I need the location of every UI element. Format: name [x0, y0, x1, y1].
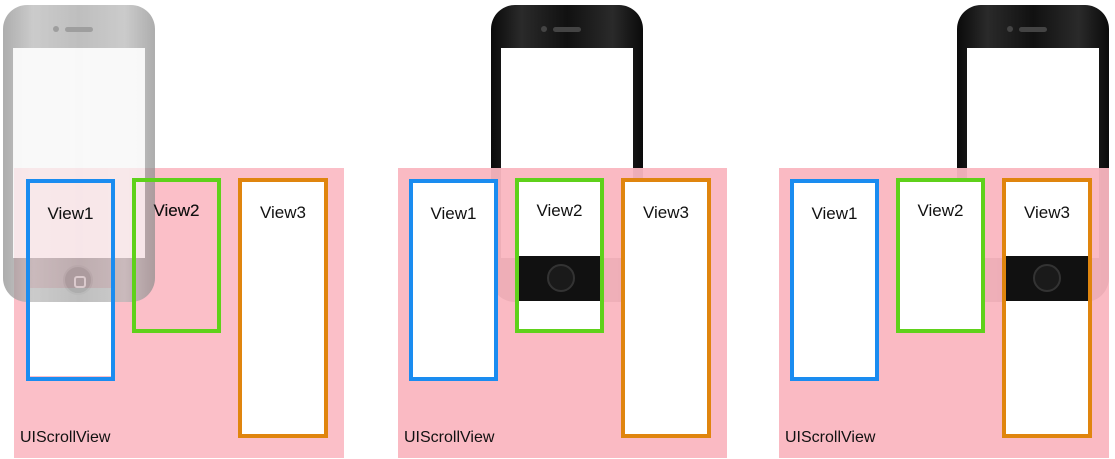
view3: View3: [621, 178, 711, 438]
camera-icon: [53, 26, 59, 32]
view1: View1: [790, 179, 879, 381]
earpiece-icon: [1019, 27, 1047, 32]
view3: View3: [238, 178, 328, 438]
view2-label: View2: [900, 201, 981, 221]
earpiece-icon: [65, 27, 93, 32]
view2: View2: [896, 178, 985, 333]
scroll-view: View1 View2 View3 UIScrollView: [398, 168, 727, 458]
scroll-view-label: UIScrollView: [20, 429, 110, 447]
view3-label: View3: [625, 203, 707, 223]
view1-label: View1: [413, 204, 494, 224]
view2-border: View2: [132, 178, 221, 333]
view2-label: View2: [519, 201, 600, 221]
view2-label-overlay: View2: [136, 201, 217, 221]
view1-label-overlay: View1: [30, 204, 111, 224]
view1-label: View1: [794, 204, 875, 224]
panel-3: View1 View2 View3 UIScrollView: [764, 0, 1115, 459]
view3-label: View3: [242, 203, 324, 223]
view1-border: View1: [26, 179, 115, 381]
view3: View3: [1002, 178, 1092, 438]
camera-icon: [1007, 26, 1013, 32]
view3-label: View3: [1006, 203, 1088, 223]
scroll-view-label: UIScrollView: [785, 429, 875, 447]
view2: View2: [515, 178, 604, 333]
panel-1: View1 View2 View3 UIScrollView View1 Vie…: [0, 0, 360, 459]
scroll-view: View1 View2 View3 UIScrollView: [779, 168, 1109, 458]
panel-2: View1 View2 View3 UIScrollView: [383, 0, 743, 459]
scroll-view-label: UIScrollView: [404, 429, 494, 447]
view1: View1: [409, 179, 498, 381]
camera-icon: [541, 26, 547, 32]
earpiece-icon: [553, 27, 581, 32]
